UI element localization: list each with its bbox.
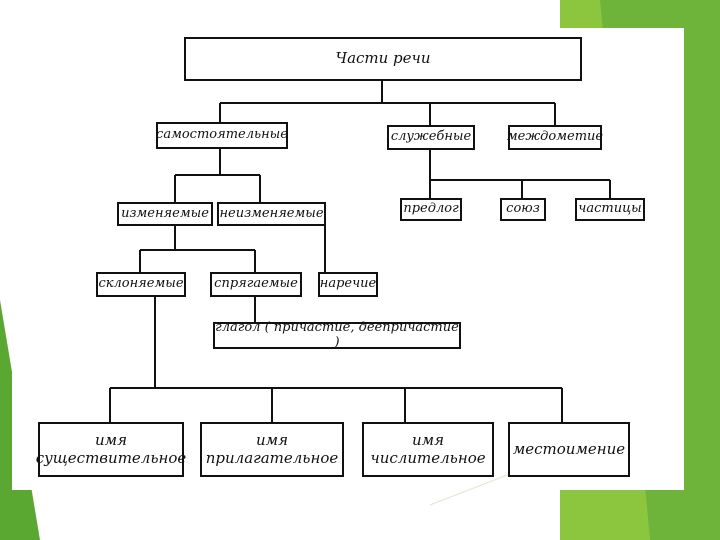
- node-verb: глагол ( причастие, деепричастие ): [213, 320, 461, 349]
- accent-line: [429, 469, 521, 506]
- node-uninflected: неизменяемые: [217, 202, 326, 226]
- node-adverb: наречие: [318, 272, 378, 297]
- node-conjugable: спрягаемые: [210, 272, 302, 297]
- node-preposition: предлог: [400, 198, 462, 221]
- node-conjunction: союз: [500, 198, 546, 221]
- node-noun: имя существительное: [36, 422, 186, 477]
- node-auxiliary: служебные: [387, 125, 475, 150]
- node-root: Части речи: [184, 37, 582, 81]
- node-numeral: имя числительное: [362, 422, 494, 477]
- node-particles: частицы: [575, 198, 645, 221]
- node-declinable: склоняемые: [96, 272, 186, 297]
- node-pronoun: местоимение: [508, 422, 630, 477]
- white-canvas: [12, 28, 684, 490]
- node-adjective: имя прилагательное: [200, 422, 344, 477]
- node-interjection: междометие: [507, 125, 603, 150]
- node-independent: самостоятельные: [156, 122, 288, 149]
- node-inflected: изменяемые: [117, 202, 213, 226]
